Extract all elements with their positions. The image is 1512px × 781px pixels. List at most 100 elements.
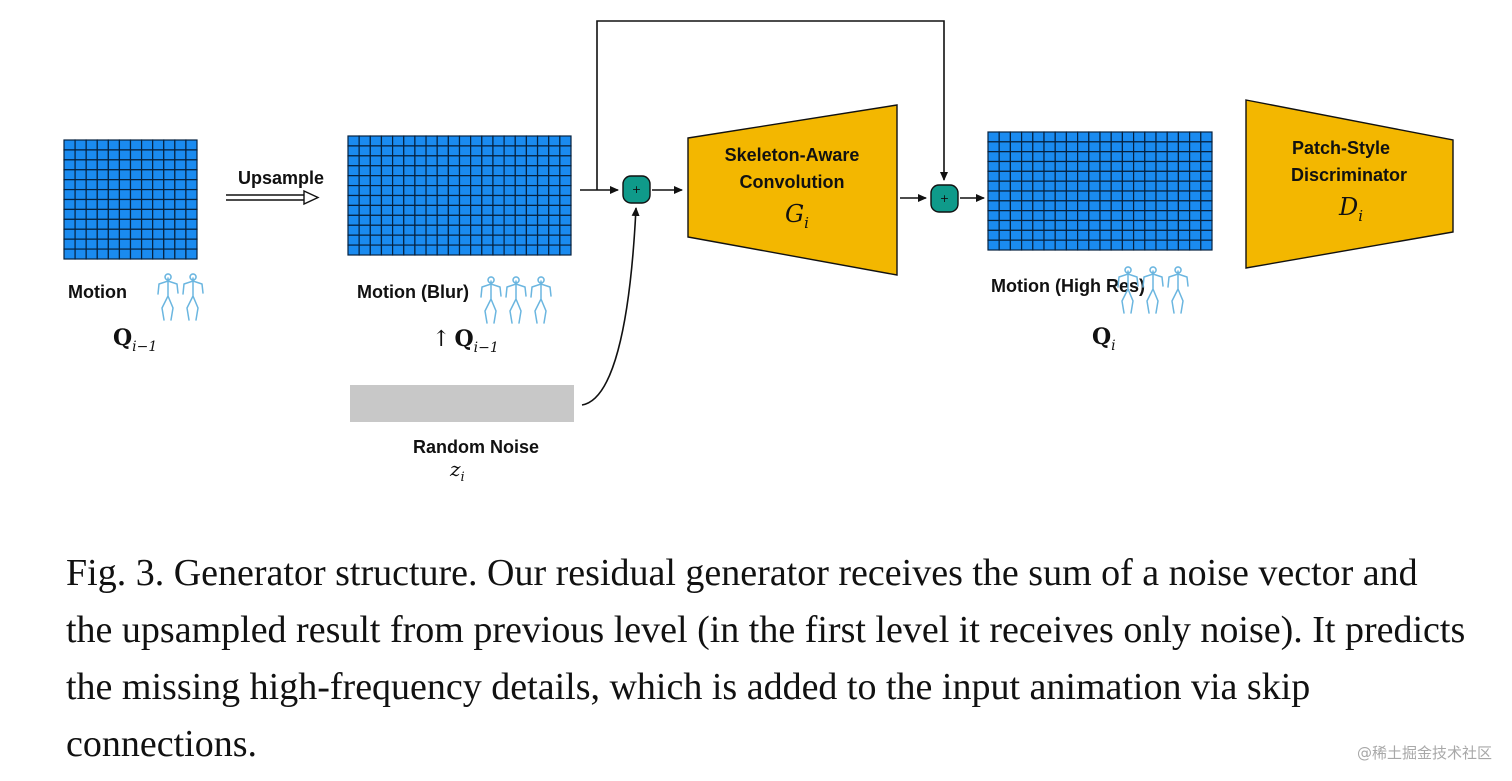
grid-cell bbox=[1166, 131, 1179, 143]
grid-cell bbox=[403, 194, 416, 207]
grid-cell bbox=[1121, 229, 1135, 241]
grid-cell bbox=[403, 175, 416, 187]
grid-cell bbox=[1088, 141, 1101, 153]
grid-cell bbox=[503, 175, 516, 187]
grid-cell bbox=[436, 184, 449, 197]
grid-cell bbox=[347, 145, 360, 157]
skeleton-aware-convolution-block: Skeleton-Aware Convolution Gi bbox=[687, 104, 898, 276]
grid-cell bbox=[998, 151, 1012, 163]
grid-cell bbox=[536, 175, 550, 187]
grid-cell bbox=[118, 218, 132, 230]
grid-cell bbox=[1043, 190, 1056, 202]
grid-cell bbox=[492, 204, 505, 216]
grid-cell bbox=[347, 194, 360, 207]
grid-cell bbox=[425, 204, 438, 216]
grid-cell bbox=[414, 224, 427, 236]
grid-cell bbox=[380, 244, 394, 256]
grid-cell bbox=[1132, 229, 1146, 241]
grid-cell bbox=[163, 248, 176, 260]
grid-cell bbox=[118, 228, 132, 240]
grid-cell bbox=[514, 145, 527, 157]
grid-cell bbox=[74, 159, 87, 171]
grid-cell bbox=[358, 194, 371, 207]
grid-cell bbox=[1200, 210, 1213, 222]
grid-cell bbox=[347, 224, 360, 236]
grid-cell bbox=[1054, 170, 1067, 182]
grid-cell bbox=[1032, 151, 1045, 163]
grid-cell bbox=[987, 219, 1000, 231]
grid-cell bbox=[1043, 131, 1056, 143]
grid-cell bbox=[536, 194, 550, 207]
grid-cell bbox=[447, 184, 461, 197]
grid-cell bbox=[525, 175, 539, 187]
grid-cell bbox=[1076, 210, 1090, 222]
grid-cell bbox=[1020, 170, 1034, 182]
grid-cell bbox=[63, 208, 76, 220]
grid-cell bbox=[470, 204, 483, 216]
grid-cell bbox=[1200, 170, 1213, 182]
grid-cell bbox=[514, 234, 527, 246]
grid-cell bbox=[185, 218, 198, 230]
grid-cell bbox=[458, 165, 472, 177]
grid-cell bbox=[1054, 131, 1067, 143]
grid-cell bbox=[380, 155, 394, 167]
grid-cell bbox=[1065, 180, 1079, 192]
grid-cell bbox=[470, 194, 483, 207]
grid-cell bbox=[548, 224, 561, 236]
grid-cell bbox=[1110, 190, 1123, 202]
grid-cell bbox=[369, 184, 383, 197]
grid-cell bbox=[392, 204, 405, 216]
grid-cell bbox=[1121, 160, 1135, 172]
grid-cell bbox=[74, 238, 87, 250]
random-noise-label: Random Noise bbox=[413, 437, 539, 457]
svg-text:+: + bbox=[940, 192, 949, 205]
grid-cell bbox=[174, 218, 187, 230]
watermark: @稀土掘金技术社区 bbox=[1356, 744, 1492, 762]
grid-cell bbox=[163, 218, 176, 230]
grid-cell bbox=[107, 159, 121, 171]
grid-cell bbox=[403, 214, 416, 226]
grid-cell bbox=[1110, 210, 1123, 222]
grid-cell bbox=[380, 234, 394, 246]
generator-symbol: Gi bbox=[785, 200, 809, 232]
grid-cell bbox=[1032, 170, 1045, 182]
grid-cell bbox=[1032, 141, 1045, 153]
grid-cell bbox=[1132, 151, 1146, 163]
grid-cell bbox=[514, 204, 527, 216]
grid-cell bbox=[1065, 160, 1079, 172]
grid-cell bbox=[1110, 229, 1123, 241]
grid-cell bbox=[1155, 239, 1168, 251]
grid-cell bbox=[163, 169, 176, 181]
svg-text:+: + bbox=[632, 183, 641, 196]
grid-cell bbox=[503, 165, 516, 177]
grid-cell bbox=[503, 194, 516, 207]
grid-cell bbox=[525, 145, 539, 157]
grid-cell bbox=[1020, 210, 1034, 222]
grid-cell bbox=[1043, 160, 1056, 172]
grid-cell bbox=[129, 139, 143, 151]
grid-cell bbox=[425, 145, 438, 157]
grid-cell bbox=[492, 234, 505, 246]
grid-cell bbox=[1020, 141, 1034, 153]
grid-cell bbox=[987, 239, 1000, 251]
grid-cell bbox=[1155, 131, 1168, 143]
grid-cell bbox=[403, 145, 416, 157]
grid-cell bbox=[1020, 131, 1034, 143]
grid-cell bbox=[503, 244, 516, 256]
grid-cell bbox=[1032, 200, 1045, 212]
grid-cell bbox=[96, 159, 109, 171]
grid-cell bbox=[1166, 239, 1179, 251]
grid-cell bbox=[458, 135, 472, 147]
grid-cell bbox=[987, 190, 1000, 202]
grid-cell bbox=[1009, 200, 1023, 212]
discriminator-symbol: Di bbox=[1338, 193, 1363, 225]
grid-cell bbox=[1054, 151, 1067, 163]
grid-cell bbox=[118, 159, 132, 171]
grid-cell bbox=[140, 228, 154, 240]
grid-cell bbox=[987, 180, 1000, 192]
grid-cell bbox=[1065, 141, 1079, 153]
grid-cell bbox=[1054, 210, 1067, 222]
grid-cell bbox=[152, 248, 165, 260]
grid-cell bbox=[1132, 131, 1146, 143]
grid-cell bbox=[140, 139, 154, 151]
